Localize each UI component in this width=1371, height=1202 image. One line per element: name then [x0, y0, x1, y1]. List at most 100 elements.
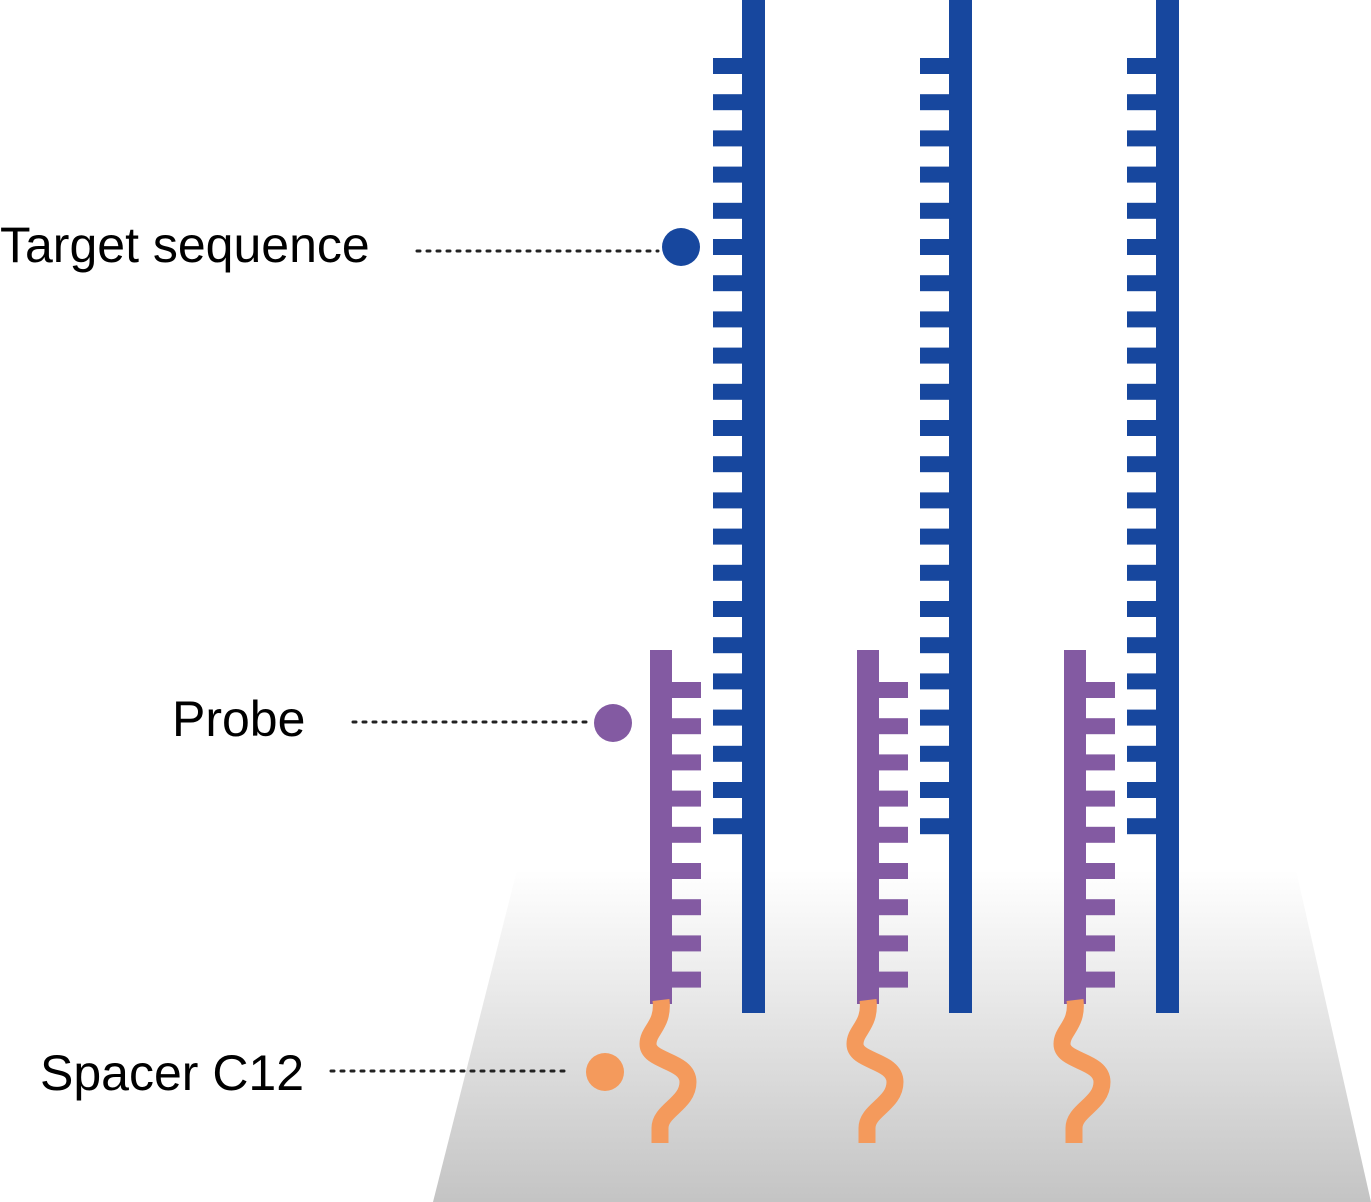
target-base: [920, 58, 951, 74]
target-base: [1127, 420, 1158, 436]
target-base: [920, 456, 951, 473]
target-base: [713, 239, 744, 255]
target-base: [920, 275, 951, 292]
target-base: [713, 311, 744, 328]
target-base: [920, 564, 951, 581]
probe-base: [1084, 971, 1115, 988]
probe-base: [670, 790, 701, 807]
target-base: [1127, 130, 1158, 147]
target-base: [713, 564, 744, 581]
target-base: [713, 420, 744, 436]
target-base: [713, 166, 744, 183]
target-base: [713, 202, 744, 219]
target-base: [920, 420, 951, 436]
target-base: [1127, 456, 1158, 473]
target-base: [1127, 383, 1158, 400]
target-base: [713, 528, 744, 545]
target-base: [920, 601, 951, 617]
probe-base: [670, 935, 701, 952]
target-base: [920, 673, 951, 690]
probe-base: [1084, 682, 1115, 698]
probe-backbone: [650, 650, 672, 1004]
target-base: [1127, 673, 1158, 690]
target-base: [1127, 782, 1158, 798]
target-sequence-label: Target sequence: [0, 217, 370, 273]
target-marker-dot: [662, 228, 700, 266]
target-base: [713, 347, 744, 364]
target-base: [920, 311, 951, 328]
target-base: [920, 94, 951, 111]
probe-backbone: [1064, 650, 1086, 1004]
probe-base: [670, 826, 701, 843]
target-base: [1127, 492, 1158, 509]
probe-backbone: [857, 650, 879, 1004]
probe-base: [877, 718, 908, 735]
probe-base: [877, 863, 908, 879]
target-base: [713, 745, 744, 762]
target-base: [1127, 818, 1158, 835]
spacer-c12-linker: [639, 998, 697, 1143]
probe-base: [670, 899, 701, 916]
target-base: [920, 202, 951, 219]
target-base: [713, 456, 744, 473]
spacer-c12-linker: [1053, 998, 1111, 1143]
target-base: [1127, 347, 1158, 364]
target-base: [920, 492, 951, 509]
probe-base: [1084, 826, 1115, 843]
target-base: [1127, 202, 1158, 219]
target-base: [920, 818, 951, 835]
target-base: [920, 383, 951, 400]
target-base: [713, 782, 744, 798]
probe-callout: Probe: [172, 691, 632, 747]
target-base: [920, 709, 951, 726]
probe-base: [1084, 899, 1115, 916]
probe-base: [1084, 863, 1115, 879]
target-base: [713, 673, 744, 690]
target-base: [1127, 745, 1158, 762]
target-backbone: [949, 0, 972, 1013]
probe-base: [1084, 754, 1115, 771]
target-base: [713, 275, 744, 292]
target-base: [713, 601, 744, 617]
target-base: [920, 745, 951, 762]
probe-base: [877, 754, 908, 771]
target-base: [1127, 239, 1158, 255]
probe-base: [670, 971, 701, 988]
target-base: [1127, 709, 1158, 726]
target-base: [1127, 528, 1158, 545]
target-base: [920, 528, 951, 545]
strand-assembly-1: [639, 0, 765, 1143]
target-sequence-callout: Target sequence: [0, 217, 700, 273]
substrate-surface: [433, 870, 1371, 1202]
target-base: [713, 94, 744, 111]
spacer-marker-dot: [586, 1053, 624, 1091]
target-base: [1127, 58, 1158, 74]
probe-base: [877, 826, 908, 843]
probe-base: [877, 682, 908, 698]
target-base: [1127, 601, 1158, 617]
probe-base: [1084, 718, 1115, 735]
target-base: [1127, 166, 1158, 183]
strand-assembly-3: [1053, 0, 1179, 1143]
spacer-c12-label: Spacer C12: [40, 1045, 304, 1101]
target-base: [1127, 564, 1158, 581]
target-backbone: [742, 0, 765, 1013]
target-base: [920, 637, 951, 654]
strand-assembly-2: [846, 0, 972, 1143]
probe-base: [670, 754, 701, 771]
spacer-c12-linker: [846, 998, 904, 1143]
target-base: [713, 130, 744, 147]
target-base: [713, 637, 744, 654]
target-base: [1127, 637, 1158, 654]
probe-base: [1084, 935, 1115, 952]
probe-base: [670, 682, 701, 698]
target-base: [713, 383, 744, 400]
target-backbone: [1156, 0, 1179, 1013]
target-base: [713, 818, 744, 835]
spacer-callout: Spacer C12: [40, 1045, 624, 1101]
target-base: [713, 492, 744, 509]
probe-base: [1084, 790, 1115, 807]
target-base: [920, 347, 951, 364]
target-base: [1127, 94, 1158, 111]
